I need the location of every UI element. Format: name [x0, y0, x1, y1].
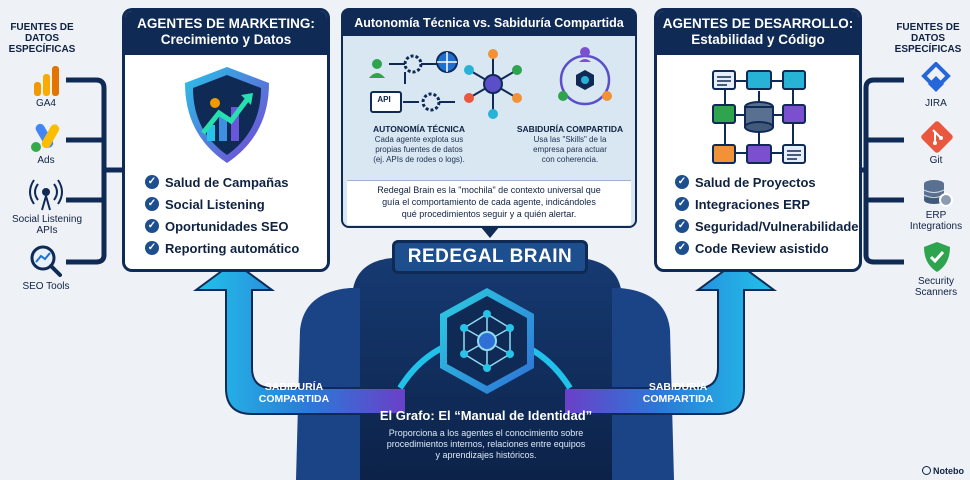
left-sources-title: FUENTES DE DATOS ESPECÍFICAS — [8, 22, 76, 55]
left-arrow-label: SABIDURÍA COMPARTIDA — [258, 381, 330, 405]
marketing-capability-item: ✓Oportunidades SEO — [145, 215, 299, 237]
source-label-erp: ERP Integrations — [909, 210, 963, 232]
ads-icon — [28, 120, 64, 154]
brain-summary-text: Redegal Brain es la "mochila" de context… — [377, 185, 601, 219]
marketing-capability-item: ✓Salud de Campañas — [145, 171, 299, 193]
marketing-capability-item: ✓Social Listening — [145, 193, 299, 215]
code-flow-diagram-icon — [707, 61, 811, 169]
right-arrow-label: SABIDURÍA COMPARTIDA — [642, 381, 714, 405]
network-hub-illustration — [463, 46, 523, 120]
api-label: API — [377, 95, 391, 104]
bar-chart-icon — [26, 64, 66, 98]
check-icon: ✓ — [675, 219, 689, 233]
autonomy-vs-wisdom-panel: Autonomía Técnica vs. Sabiduría Comparti… — [341, 8, 637, 228]
growth-shield-icon — [179, 63, 275, 167]
marketing-capabilities-list: ✓Salud de Campañas ✓Social Listening ✓Op… — [145, 171, 299, 259]
source-label-social-listening: Social Listening APIs — [11, 214, 83, 236]
source-label-ads: Ads — [37, 155, 55, 166]
wisdom-heading: SABIDURÍA COMPARTIDA — [516, 124, 624, 134]
security-shield-icon — [920, 240, 954, 274]
marketing-capability-item: ✓Reporting automático — [145, 237, 299, 259]
source-label-ga4: GA4 — [35, 98, 56, 109]
source-label-git: Git — [929, 155, 943, 166]
notebook-logo-icon — [922, 466, 931, 475]
source-label-jira: JIRA — [925, 98, 947, 109]
check-icon: ✓ — [675, 197, 689, 211]
development-capability-item: ✓Salud de Proyectos — [675, 171, 859, 193]
right-flow-arrow — [563, 260, 778, 415]
development-agents-panel: AGENTES DE DESARROLLO: Estabilidad y Cód… — [654, 8, 862, 272]
marketing-agents-panel: AGENTES DE MARKETING: Crecimiento y Dato… — [122, 8, 330, 272]
check-icon: ✓ — [145, 241, 159, 255]
source-label-security: Security Scanners — [914, 276, 958, 298]
redegal-brain-banner: REDEGAL BRAIN — [392, 240, 588, 274]
jira-icon — [918, 61, 954, 96]
git-icon — [920, 120, 954, 154]
shared-wisdom-illustration — [553, 44, 617, 114]
check-icon: ✓ — [145, 197, 159, 211]
autonomy-illustration — [363, 44, 483, 124]
source-label-seo-tools: SEO Tools — [22, 281, 70, 292]
wisdom-text: Usa las "Skills" de la empresa para actu… — [533, 135, 607, 164]
development-capability-item: ✓Seguridad/Vulnerabilidades — [675, 215, 859, 237]
check-icon: ✓ — [145, 175, 159, 189]
notebook-watermark: Notebo — [922, 466, 964, 476]
development-panel-title: AGENTES DE DESARROLLO: Estabilidad y Cód… — [657, 11, 859, 55]
left-flow-arrow — [192, 260, 407, 415]
broadcast-icon — [28, 178, 64, 212]
development-capabilities-list: ✓Salud de Proyectos ✓Integraciones ERP ✓… — [675, 171, 859, 259]
knowledge-graph-hexagon-icon — [434, 286, 540, 396]
center-panel-title: Autonomía Técnica vs. Sabiduría Comparti… — [343, 10, 635, 36]
check-icon: ✓ — [675, 175, 689, 189]
right-sources-title: FUENTES DE DATOS ESPECÍFICAS — [894, 22, 962, 55]
seo-magnifier-icon — [28, 244, 64, 278]
marketing-panel-title: AGENTES DE MARKETING: Crecimiento y Dato… — [125, 11, 327, 55]
development-capability-item: ✓Code Review asistido — [675, 237, 859, 259]
check-icon: ✓ — [675, 241, 689, 255]
autonomy-text: Cada agente explota sus propias fuentes … — [373, 135, 465, 164]
database-gear-icon — [920, 176, 954, 210]
callout-pointer — [480, 226, 500, 238]
development-capability-item: ✓Integraciones ERP — [675, 193, 859, 215]
graph-description: Proporciona a los agentes el conocimient… — [386, 428, 586, 460]
autonomy-heading: AUTONOMÍA TÉCNICA — [372, 124, 466, 134]
check-icon: ✓ — [145, 219, 159, 233]
graph-title: El Grafo: El “Manual de Identidad” — [379, 408, 593, 423]
